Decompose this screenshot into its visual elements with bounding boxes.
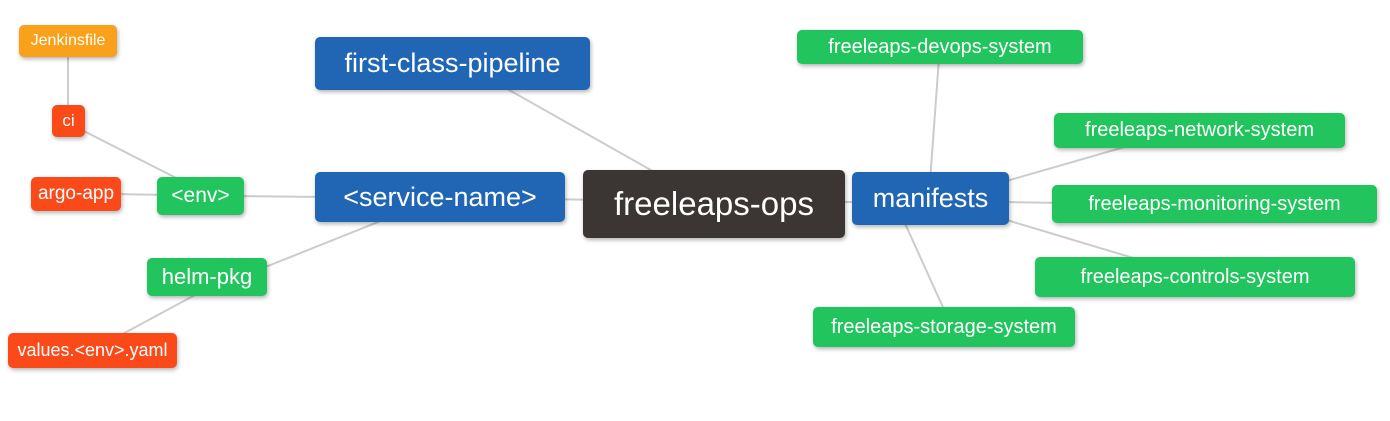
node-first-class-pipeline[interactable]: first-class-pipeline [315,37,590,90]
node-freeleaps-monitoring-system[interactable]: freeleaps-monitoring-system [1052,185,1377,223]
edge-manifests--freeleaps-devops-system [929,57,940,183]
edge-first-class-pipeline--freeleaps-ops [494,81,673,183]
edge-ci--env [73,125,193,187]
node-service-name[interactable]: <service-name> [315,172,565,222]
node-argo-app[interactable]: argo-app [31,177,121,211]
edge-manifests--freeleaps-controls-system [999,217,1141,261]
edge-service-name--helm-pkg [247,213,399,275]
edge-env--service-name [235,195,325,198]
node-freeleaps-network-system[interactable]: freeleaps-network-system [1054,113,1345,148]
node-freeleaps-storage-system[interactable]: freeleaps-storage-system [813,307,1075,347]
node-manifests[interactable]: manifests [852,172,1009,225]
edge-manifests--freeleaps-network-system [995,143,1136,185]
node-freeleaps-devops-system[interactable]: freeleaps-devops-system [797,30,1083,64]
node-freeleaps-ops[interactable]: freeleaps-ops [583,170,845,238]
node-values-env-yaml[interactable]: values.<env>.yaml [8,333,177,368]
edge-manifests--freeleaps-storage-system [902,218,947,315]
node-env[interactable]: <env> [157,177,244,215]
node-freeleaps-controls-system[interactable]: freeleaps-controls-system [1035,257,1355,297]
node-helm-pkg[interactable]: helm-pkg [147,258,267,296]
node-jenkinsfile[interactable]: Jenkinsfile [19,25,117,57]
node-ci[interactable]: ci [52,105,85,137]
